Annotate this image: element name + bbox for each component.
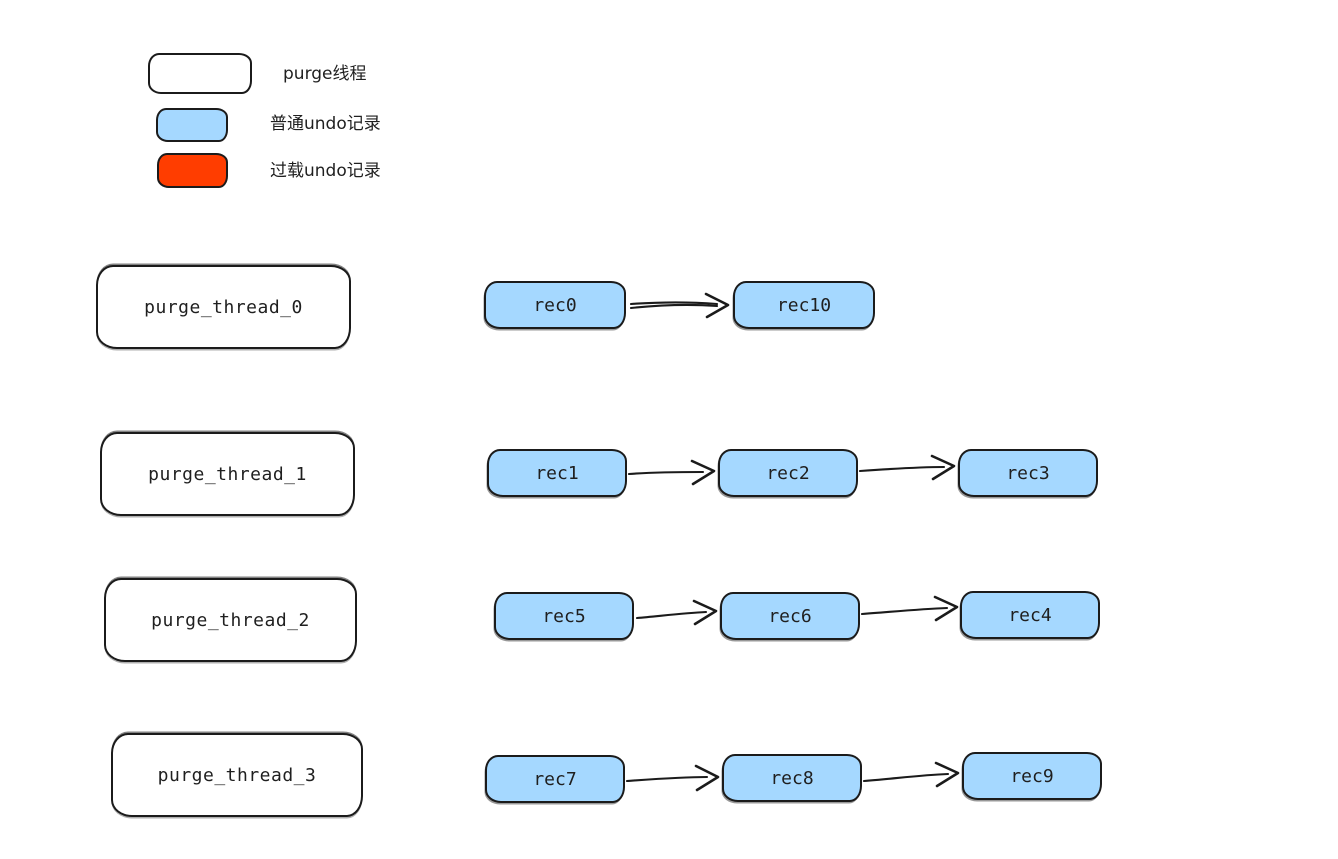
arrow-rec8-rec9: [862, 761, 960, 788]
node-rec8: rec8: [722, 754, 862, 802]
node-purge-thread-0: purge_thread_0: [96, 265, 351, 349]
node-rec6: rec6: [720, 592, 860, 640]
node-purge-thread-3: purge_thread_3: [111, 733, 363, 817]
arrow-rec5-rec6: [635, 599, 718, 626]
legend-label-overload-undo: 过载undo记录: [270, 161, 381, 181]
node-rec1: rec1: [487, 449, 627, 497]
node-rec7: rec7: [485, 755, 625, 803]
arrow-rec7-rec8: [625, 764, 720, 792]
legend-swatch-normal-undo: [156, 108, 228, 142]
node-rec2: rec2: [718, 449, 858, 497]
arrow-rec2-rec3: [858, 454, 956, 481]
legend-swatch-overload-undo: [157, 153, 228, 188]
arrow-rec1-rec2: [627, 459, 716, 486]
node-rec10: rec10: [733, 281, 875, 329]
legend-label-normal-undo: 普通undo记录: [270, 114, 381, 134]
arrow-rec6-rec4: [860, 595, 959, 622]
legend-swatch-purge-thread: [148, 53, 252, 94]
node-rec9: rec9: [962, 752, 1102, 800]
node-rec3: rec3: [958, 449, 1098, 497]
node-rec5: rec5: [494, 592, 634, 640]
arrow-rec0-rec10: [629, 292, 730, 319]
legend-label-purge-thread: purge线程: [283, 64, 367, 84]
node-rec0: rec0: [484, 281, 626, 329]
node-purge-thread-1: purge_thread_1: [100, 432, 355, 516]
node-purge-thread-2: purge_thread_2: [104, 578, 357, 662]
node-rec4: rec4: [960, 591, 1100, 639]
